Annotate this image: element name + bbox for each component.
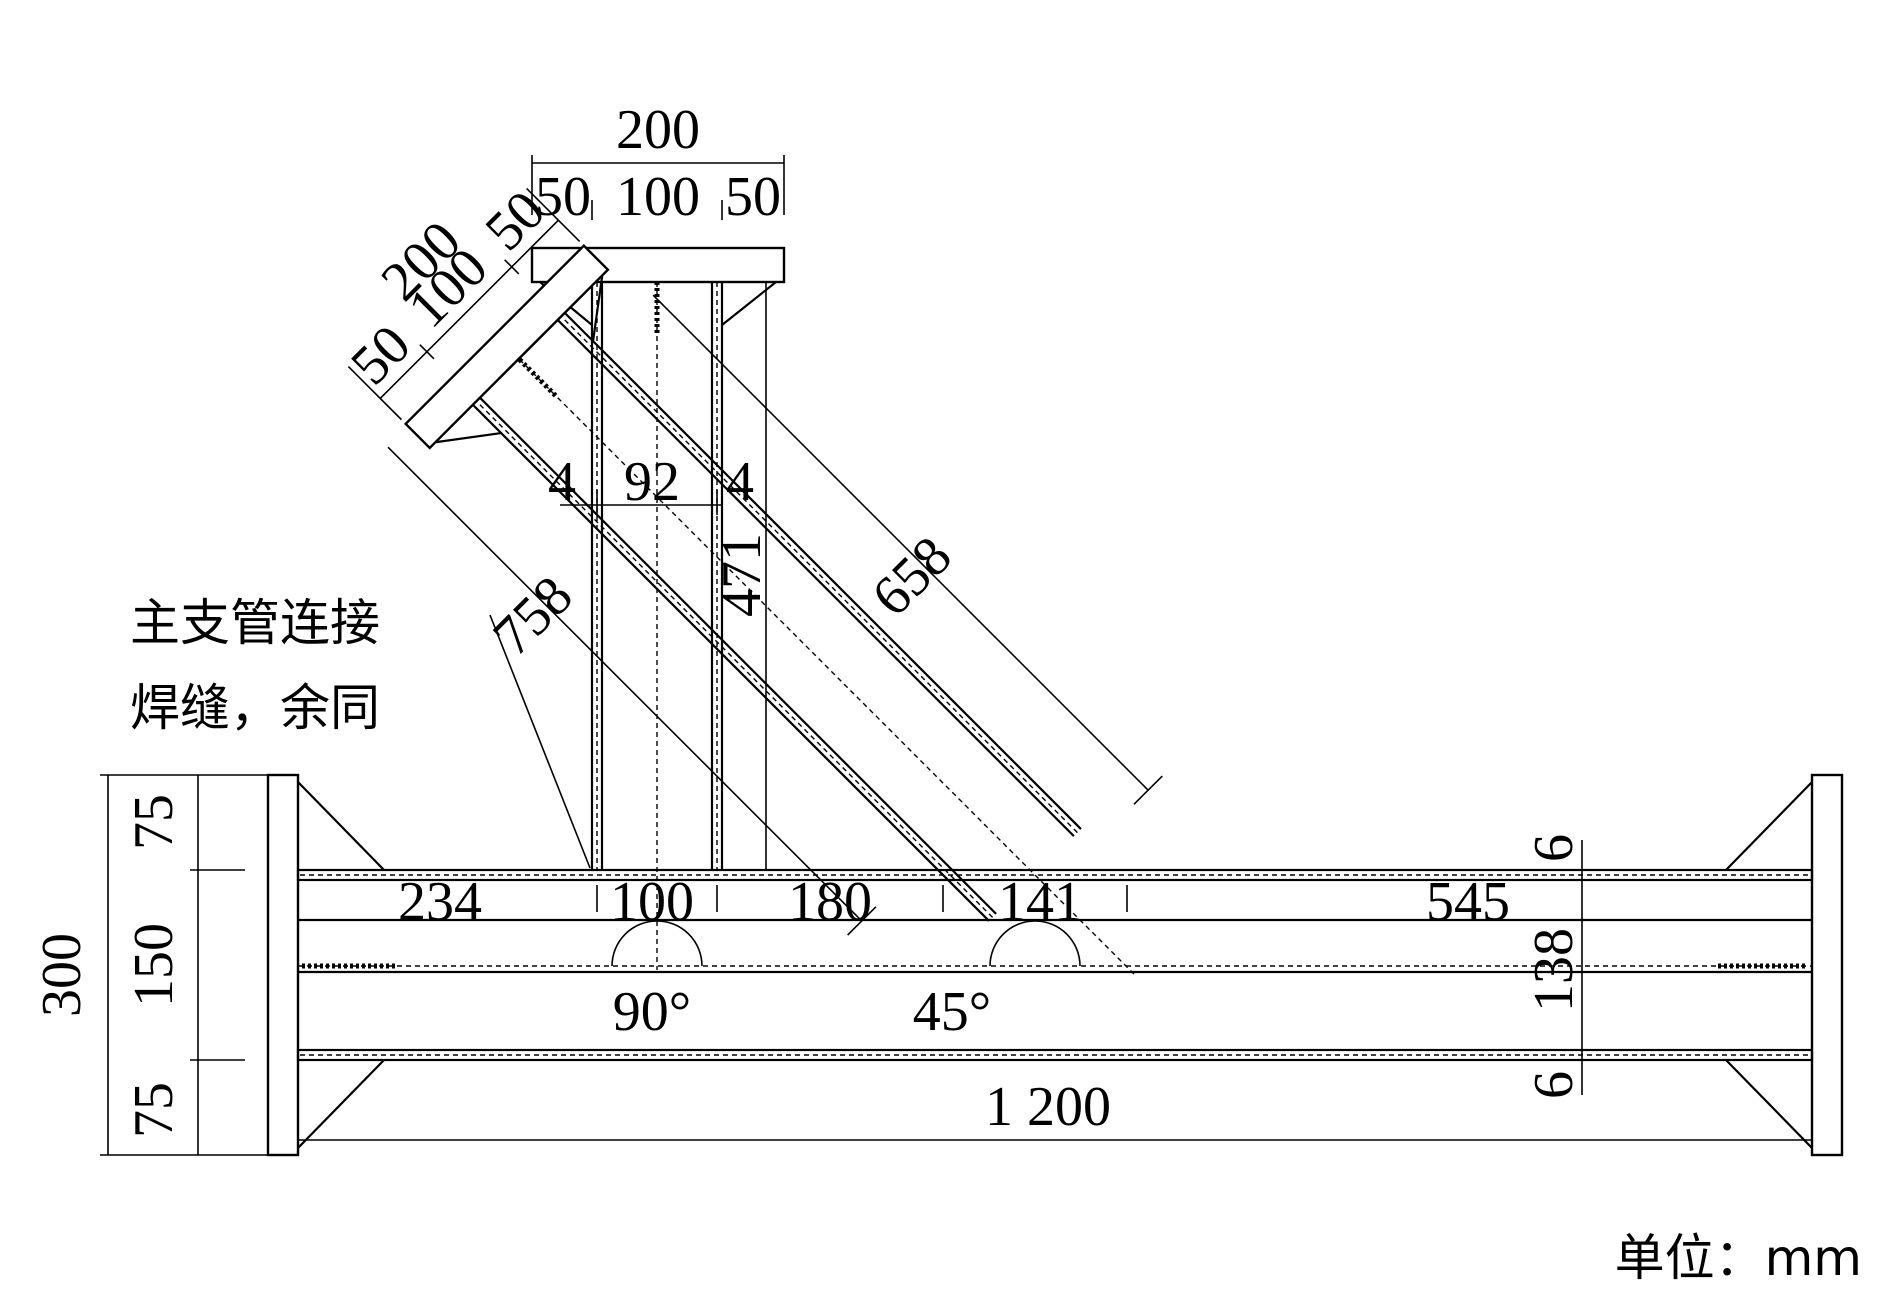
chord-length: 1 200 <box>985 1076 1111 1138</box>
wall-top: 6 <box>1523 834 1585 862</box>
inclined-flange-tick-a <box>419 344 435 360</box>
inclined-stiffener-b <box>591 275 604 342</box>
unit-label: 单位：mm <box>1615 1229 1862 1287</box>
vertical-flange-total: 200 <box>616 99 700 161</box>
inclined-branch-inner-wall-a <box>479 396 997 915</box>
main-chord <box>266 773 1844 1157</box>
inclined-flange-left: 50 <box>339 314 422 397</box>
angle-arc-90 <box>611 920 703 967</box>
dim-tick-758-a <box>847 906 877 936</box>
weld-note-line1: 主支管连接 <box>130 594 380 652</box>
chord-bottom-flange <box>296 1048 1814 1062</box>
vertical-branch-dimensions: 200 50 100 50 4 92 4 471 <box>531 99 785 617</box>
inclined-branch-outer-wall-a <box>472 403 990 922</box>
height-total: 300 <box>31 933 93 1017</box>
inclined-branch-inner-wall-b <box>556 319 1075 837</box>
dim-line-758 <box>387 446 863 922</box>
seg-234: 234 <box>398 871 482 933</box>
main-chord-dimensions: 300 75 150 75 234 100 180 141 545 6 138 … <box>31 774 1594 1156</box>
seg-545: 545 <box>1426 871 1510 933</box>
vertical-flange-mid: 100 <box>616 166 700 228</box>
height-bottom-segment: 75 <box>123 1082 185 1138</box>
inclined-outer-length: 758 <box>481 565 584 668</box>
weld-note: 主支管连接 焊缝，余同 <box>130 594 591 869</box>
weld-note-line2: 焊缝，余同 <box>130 679 380 737</box>
height-top-segment: 75 <box>123 794 185 850</box>
angle-annotations: 90° 45° <box>611 920 1081 1043</box>
dim-tick-658-a <box>1133 775 1163 805</box>
chord-top-flange <box>296 868 1814 882</box>
vertical-right-stiffener <box>721 281 777 326</box>
vertical-wall-right: 4 <box>726 451 754 513</box>
right-top-stiffener <box>1725 781 1813 871</box>
vertical-branch <box>530 246 786 970</box>
chord-right-end-plate <box>1810 773 1844 1157</box>
inclined-flange-tick-b <box>504 259 520 275</box>
inclined-flange-dim-ext-a <box>347 366 402 421</box>
inclined-flange-dim-line <box>379 219 559 399</box>
angle-arc-45 <box>989 920 1081 967</box>
vertical-flange-right: 50 <box>725 166 781 228</box>
seg-100: 100 <box>610 871 694 933</box>
left-bottom-stiffener <box>297 1059 385 1149</box>
inclined-inner-length: 658 <box>860 525 963 628</box>
inclined-branch-outer-wall-b <box>563 312 1082 830</box>
inclined-branch-top-weld <box>517 357 558 398</box>
inclined-flange-dim-ext-b <box>526 187 581 242</box>
inclined-branch-centerline <box>518 358 1135 975</box>
weld-note-leader <box>489 614 591 869</box>
dim-line-658 <box>652 294 1149 791</box>
vertical-inner: 92 <box>624 451 680 513</box>
wall-bottom: 6 <box>1523 1071 1585 1099</box>
vertical-flange-left: 50 <box>535 166 591 228</box>
inner-height: 138 <box>1523 928 1585 1012</box>
vertical-length: 471 <box>711 533 773 617</box>
angle-90-label: 90° <box>613 981 691 1043</box>
right-bottom-stiffener <box>1725 1059 1813 1149</box>
inclined-branch-end-plate <box>403 243 610 450</box>
inclined-branch-weld-b <box>560 315 1078 834</box>
inclined-stiffener-a <box>435 431 502 444</box>
seg-180: 180 <box>788 871 872 933</box>
seg-141: 141 <box>998 871 1082 933</box>
height-mid-segment: 150 <box>123 923 185 1007</box>
angle-45-label: 45° <box>913 981 991 1043</box>
vertical-wall-left: 4 <box>548 451 576 513</box>
left-top-stiffener <box>297 781 385 871</box>
chord-left-end-plate <box>266 773 300 1157</box>
inclined-branch-weld-a <box>475 400 994 918</box>
